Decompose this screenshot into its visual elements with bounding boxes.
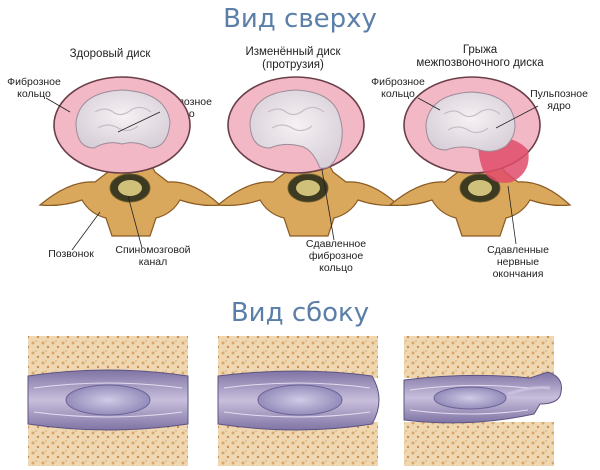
label-fibrous-ring-healthy: Фиброзное кольцо — [7, 76, 61, 100]
label-vertebra: Позвонок — [48, 248, 94, 260]
spinal-cord-shape — [118, 180, 142, 196]
nucleus-shape — [75, 89, 171, 149]
label-compressed-ring: Сдавленное фиброзное кольцо — [305, 238, 367, 274]
label-nucleus-hernia: Пульпозное ядро — [530, 88, 588, 112]
label-spinal-canal: Спиномозговой канал — [115, 244, 191, 268]
side-view-heading: Вид сбоку — [230, 298, 370, 328]
top-view-heading: Вид сверху — [223, 4, 377, 34]
hernia-disc-top — [388, 76, 572, 245]
panel-caption-protrusion: Изменённый диск (протрузия) — [245, 46, 341, 71]
healthy-disc-side — [27, 336, 189, 466]
protrusion-disc-side — [217, 336, 380, 466]
hernia-disc-side — [403, 336, 562, 466]
protrusion-disc-top — [216, 76, 400, 241]
label-compressed-nerves: Сдавленные нервные окончания — [487, 244, 549, 280]
label-fibrous-ring-hernia: Фиброзное кольцо — [371, 76, 425, 100]
panel-caption-healthy: Здоровый диск — [69, 48, 151, 60]
panel-caption-hernia: Грыжа межпозвоночного диска — [416, 44, 544, 69]
healthy-disc-top — [38, 76, 222, 251]
